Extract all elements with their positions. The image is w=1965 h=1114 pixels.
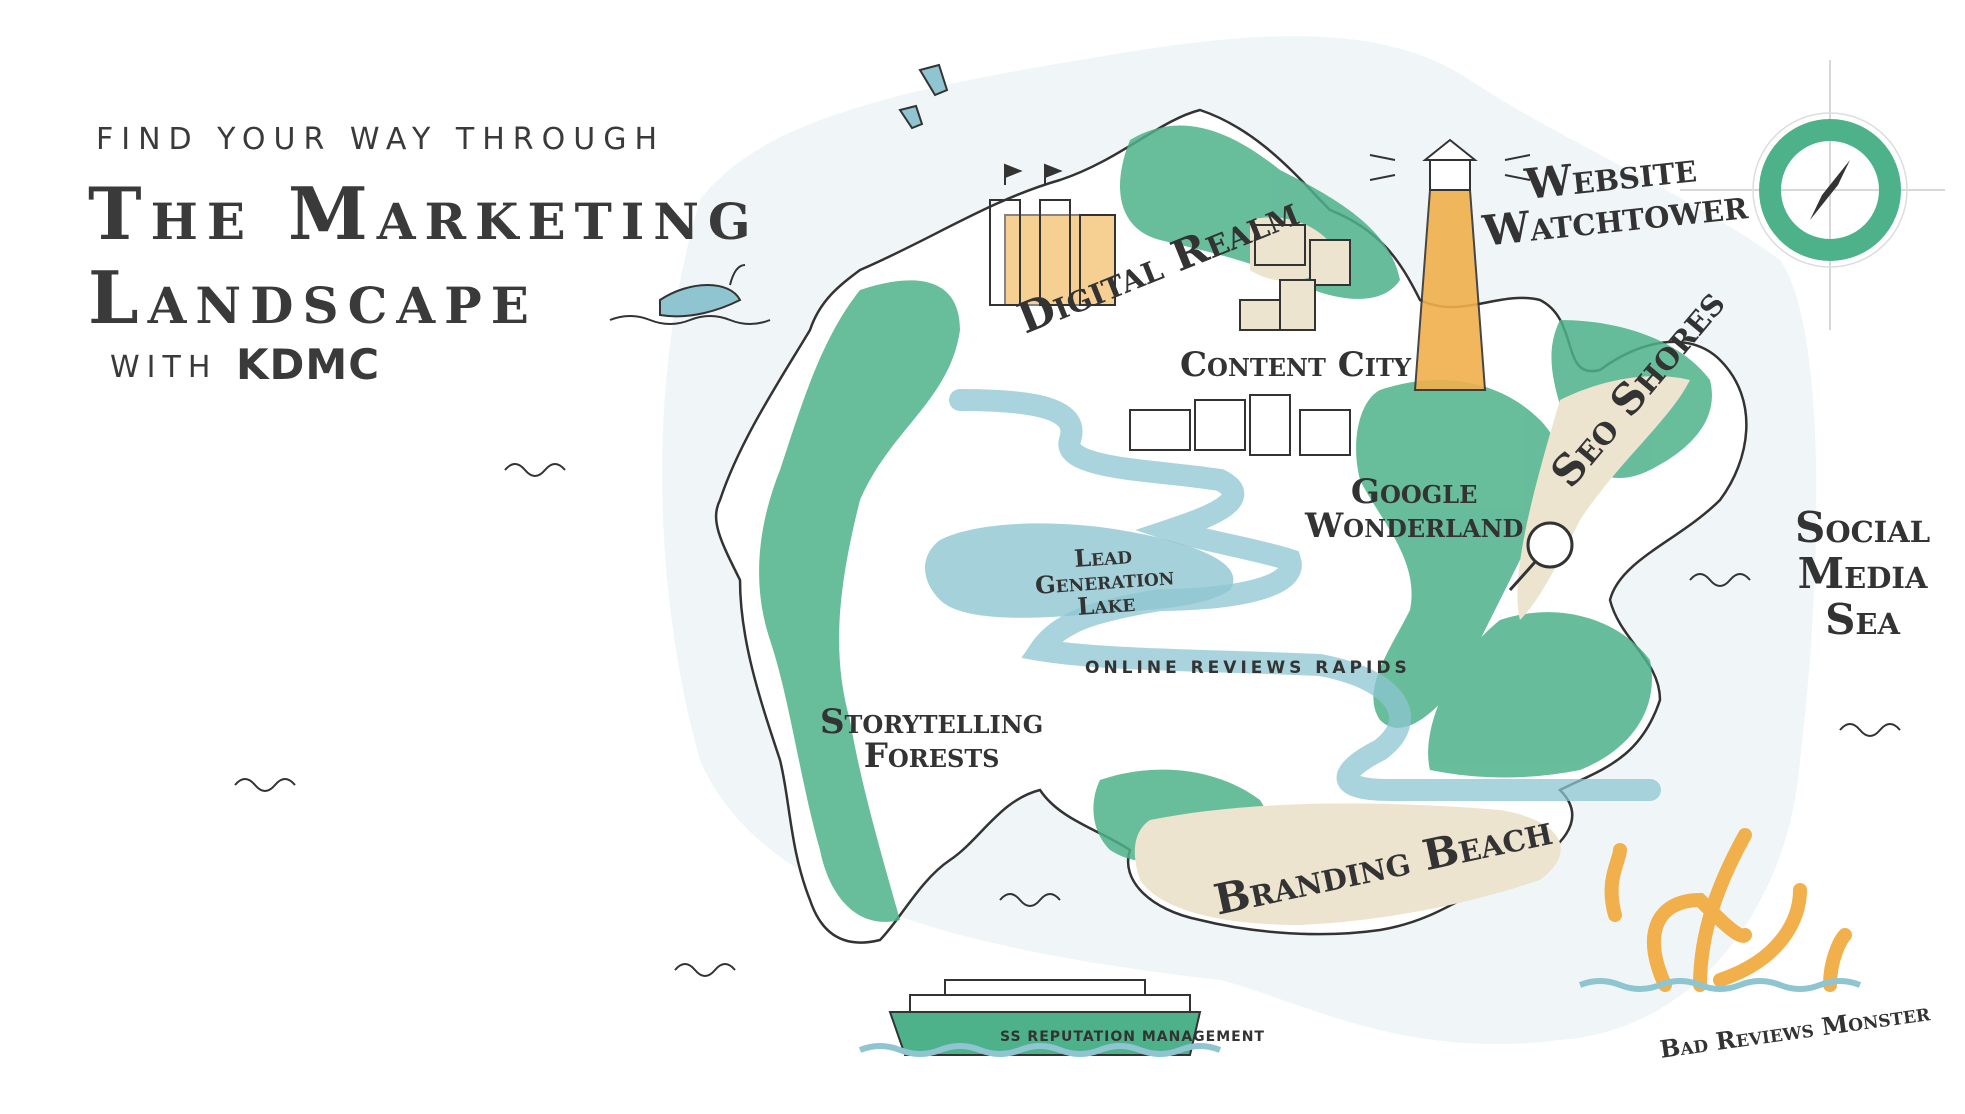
hero-title-line1: The Marketing xyxy=(88,171,760,256)
label-content-city: Content City xyxy=(1180,345,1411,385)
label-google-wonderland-line2: Wonderland xyxy=(1305,506,1524,546)
compass-icon xyxy=(1680,60,1945,330)
label-social-media-sea-line3: Sea xyxy=(1825,595,1901,645)
hero-kicker: FIND YOUR WAY THROUGH xyxy=(96,122,666,157)
hero-title: The Marketing Landscape xyxy=(88,172,760,340)
label-social-media-sea-line2: Media xyxy=(1797,549,1928,599)
label-online-reviews-rapids: ONLINE REVIEWS RAPIDS xyxy=(1085,658,1411,678)
hero-with: WITH xyxy=(110,350,218,385)
monster-waves xyxy=(1578,978,1862,992)
label-google-wonderland-line1: Google xyxy=(1350,472,1478,512)
hero-title-line2: Landscape xyxy=(88,255,538,340)
label-storytelling-forests: Storytelling Forests xyxy=(820,705,1043,773)
tentacle-monster-icon xyxy=(1604,828,1852,992)
label-google-wonderland: Google Wonderland xyxy=(1305,475,1523,543)
label-storytelling-forests-line2: Forests xyxy=(863,736,1000,776)
castle-icon xyxy=(989,163,1116,306)
ship-icon xyxy=(858,979,1222,1057)
wave-icon xyxy=(234,463,1901,977)
town-icon xyxy=(1129,224,1351,456)
magnifier-icon xyxy=(1508,521,1574,591)
whale-icon xyxy=(609,264,771,325)
label-ship-name: SS REPUTATION MANAGEMENT xyxy=(1000,1029,1265,1045)
lighthouse-icon xyxy=(1369,138,1531,391)
brand-logo: KDMC xyxy=(236,340,381,389)
label-lead-generation-lake: Lead Generation Lake xyxy=(1033,540,1177,622)
label-storytelling-forests-line1: Storytelling xyxy=(820,702,1044,742)
seagull-icon xyxy=(898,63,949,130)
label-social-media-sea: Social Media Sea xyxy=(1795,503,1931,645)
river-lake xyxy=(925,389,1661,802)
label-social-media-sea-line1: Social xyxy=(1795,503,1931,552)
